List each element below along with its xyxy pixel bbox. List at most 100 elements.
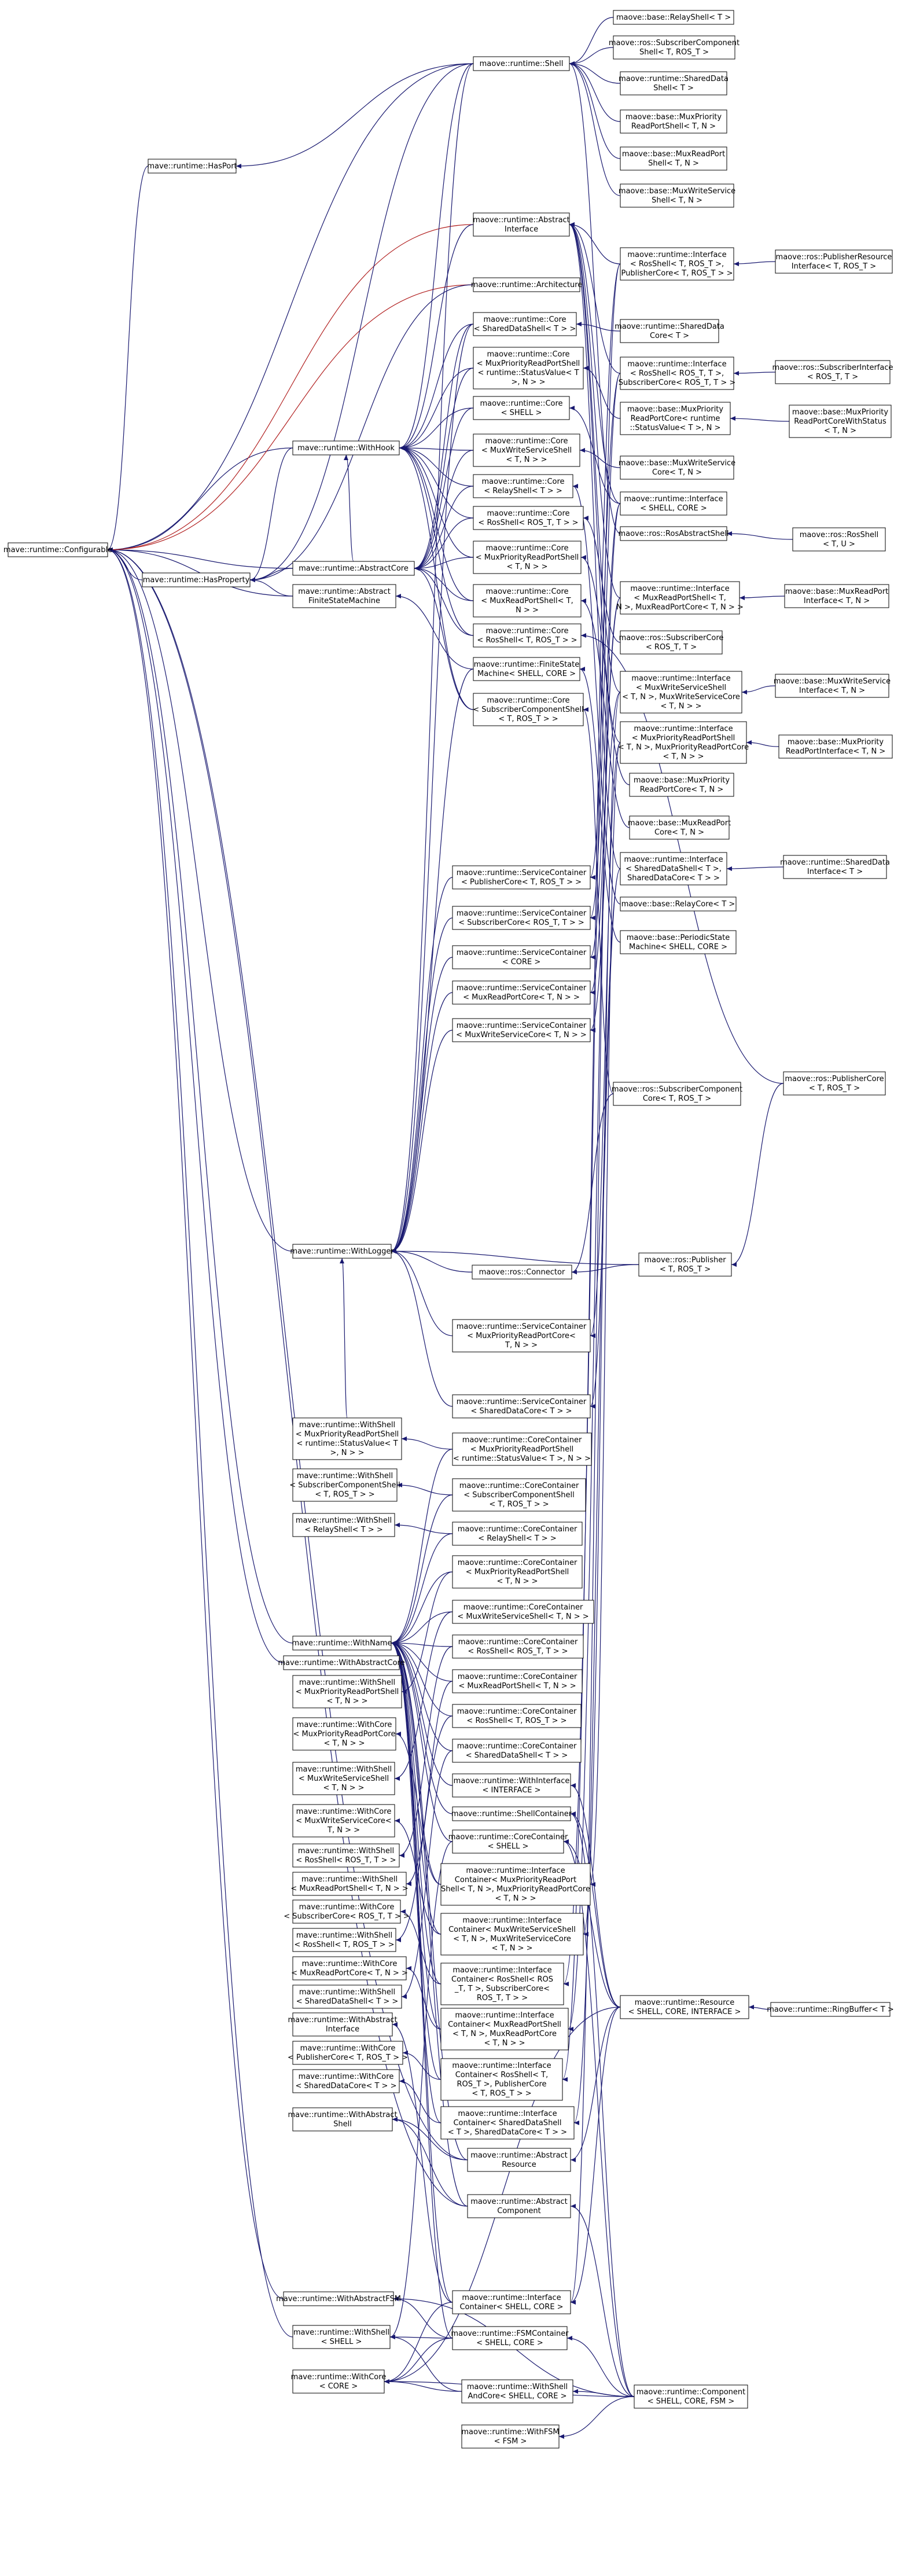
- class-node-core-muxstatus[interactable]: maove::runtime::Core< MuxPriorityReadPor…: [473, 347, 584, 389]
- class-node-sc-core[interactable]: maove::runtime::ServiceContainer< CORE >: [452, 945, 591, 969]
- class-node-cc-shared[interactable]: maove::runtime::CoreContainer< SharedDat…: [452, 1739, 582, 1763]
- class-node-base-muxprio-corestatus[interactable]: maove::base::MuxPriorityReadPortCoreWith…: [789, 405, 892, 438]
- class-node-sc-muxread[interactable]: maove::runtime::ServiceContainer< MuxRea…: [452, 980, 591, 1005]
- class-node-ws-muxprio[interactable]: mave::runtime::WithShell< MuxPriorityRea…: [292, 1675, 402, 1708]
- class-node-ws-muxread[interactable]: mave::runtime::WithShell< MuxReadPortShe…: [290, 1872, 409, 1896]
- class-node-wc-pub[interactable]: mave::runtime::WithCore< PublisherCore< …: [288, 2041, 408, 2065]
- class-node-cc-subcomp[interactable]: maove::runtime::CoreContainer< Subscribe…: [452, 1478, 586, 1512]
- class-node-iface-shell-core[interactable]: maove::runtime::Interface< SHELL, CORE >: [620, 491, 727, 516]
- class-node-cc-shell[interactable]: maove::runtime::CoreContainer< SHELL >: [448, 1829, 568, 1854]
- class-node-ws-subcomp[interactable]: mave::runtime::WithShell< SubscriberComp…: [289, 1468, 400, 1502]
- class-node-base-ringbuffer[interactable]: maove::runtime::RingBuffer< T >: [767, 2002, 894, 2017]
- class-node-base-muxread-shell[interactable]: maove::base::MuxReadPortShell< T, N >: [620, 146, 727, 171]
- class-node-relayshell[interactable]: maove::base::RelayShell< T >: [613, 10, 734, 25]
- class-node-core-shell[interactable]: maove::runtime::Core< SHELL >: [473, 396, 570, 420]
- class-node-wc-shared[interactable]: mave::runtime::WithCore< SharedDataCore<…: [292, 2069, 400, 2093]
- class-node-core-muxwrite[interactable]: maove::runtime::Core< MuxWriteServiceShe…: [473, 433, 580, 467]
- class-node-sc-pub[interactable]: maove::runtime::ServiceContainer< Publis…: [452, 865, 591, 890]
- class-node-core-relay[interactable]: maove::runtime::Core< RelayShell< T > >: [473, 474, 573, 498]
- class-node-ws-relay[interactable]: mave::runtime::WithShell< RelayShell< T …: [292, 1513, 395, 1537]
- class-node-withhook[interactable]: mave::runtime::WithHook: [292, 440, 400, 455]
- class-node-configurable[interactable]: mave::runtime::Configurable: [3, 542, 112, 557]
- class-node-ros-rosshell[interactable]: maove::ros::RosShell< T, U >: [792, 527, 886, 552]
- class-node-withabstractcore[interactable]: mave::runtime::WithAbstractCore: [278, 1655, 405, 1670]
- class-node-withfsm[interactable]: maove::runtime::WithFSM< FSM >: [461, 2424, 560, 2449]
- class-node-iface-muxread[interactable]: maove::runtime::Interface< MuxReadPortSh…: [616, 581, 744, 615]
- class-node-iface-ros-sub[interactable]: maove::runtime::Interface< RosShell< ROS…: [619, 357, 736, 390]
- class-node-fsm[interactable]: maove::runtime::FiniteStateMachine< SHEL…: [473, 657, 580, 681]
- class-node-cc-muxwrite[interactable]: maove::runtime::CoreContainer< MuxWriteS…: [452, 1600, 594, 1624]
- class-node-ws-mux-status[interactable]: mave::runtime::WithShell< MuxPriorityRea…: [292, 1417, 402, 1460]
- class-node-ws-muxwrite[interactable]: mave::runtime::WithShell< MuxWriteServic…: [292, 1762, 395, 1795]
- class-node-sc-muxwrite[interactable]: maove::runtime::ServiceContainer< MuxWri…: [452, 1018, 591, 1042]
- class-node-shared-core[interactable]: maove::runtime::SharedDataCore< T >: [615, 319, 724, 343]
- class-node-withabstractfsm[interactable]: mave::runtime::WithAbstractFSM: [276, 2291, 401, 2306]
- class-node-withlogger[interactable]: mave::runtime::WithLogger: [290, 1244, 394, 1259]
- class-node-base-muxprio-shell[interactable]: maove::base::MuxPriorityReadPortShell< T…: [620, 109, 727, 134]
- class-node-wc-muxwrite[interactable]: mave::runtime::WithCore< MuxWriteService…: [292, 1804, 395, 1838]
- class-node-ws-ros2[interactable]: mave::runtime::WithShell< RosShell< T, R…: [292, 1928, 396, 1952]
- class-node-core-muxread[interactable]: maove::runtime::Core< MuxReadPortShell< …: [473, 584, 582, 618]
- class-node-ros-pubcore[interactable]: maove::ros::PublisherCore< T, ROS_T >: [783, 1071, 886, 1096]
- class-node-ros-pubres-iface[interactable]: maove::ros::PublisherResourceInterface< …: [775, 249, 893, 274]
- class-node-base-muxprio-iface[interactable]: maove::base::MuxPriorityReadPortInterfac…: [778, 734, 893, 759]
- class-node-iface-muxwrite[interactable]: maove::runtime::Interface< MuxWriteServi…: [620, 671, 742, 714]
- class-node-cc-muxprio[interactable]: maove::runtime::CoreContainer< MuxPriori…: [452, 1555, 583, 1589]
- class-node-wc-core[interactable]: mave::runtime::WithCore< CORE >: [291, 2369, 387, 2394]
- class-node-ros-subcomp-shell[interactable]: maove::ros::SubscriberComponentShell< T,…: [609, 35, 740, 60]
- class-node-sc-shared[interactable]: maove::runtime::ServiceContainer< Shared…: [452, 1394, 591, 1419]
- class-node-base-muxprio-status[interactable]: maove::base::MuxPriorityReadPortCore< ru…: [620, 402, 731, 435]
- class-node-cc-ros-rt[interactable]: maove::runtime::CoreContainer< RosShell<…: [452, 1634, 584, 1659]
- class-node-architecture[interactable]: maove::runtime::Architecture: [471, 277, 583, 292]
- class-node-hasport[interactable]: mave::runtime::HasPort: [147, 159, 237, 174]
- class-node-wi-iface[interactable]: maove::runtime::WithInterface< INTERFACE…: [452, 1773, 571, 1798]
- class-node-ws-shell[interactable]: mave::runtime::WithShell< SHELL >: [292, 2325, 391, 2349]
- class-node-ros-subcore[interactable]: maove::ros::SubscriberCore< ROS_T, T >: [619, 630, 724, 655]
- class-node-sc-sub[interactable]: maove::runtime::ServiceContainer< Subscr…: [452, 906, 591, 930]
- class-node-shared-shell[interactable]: maove::runtime::SharedDataShell< T >: [619, 71, 729, 95]
- class-node-fsmcontainer[interactable]: maove::runtime::FSMContainer< SHELL, COR…: [451, 2326, 569, 2350]
- class-node-ros-abstractshell[interactable]: maove::ros::RosAbstractShell: [618, 526, 729, 541]
- class-node-ws-shared[interactable]: mave::runtime::WithShell< SharedDataShel…: [292, 1985, 402, 2009]
- class-node-wc-muxread[interactable]: mave::runtime::WithCore< MuxReadPortCore…: [291, 1956, 408, 1980]
- class-node-base-muxwrite-shell[interactable]: maove::base::MuxWriteServiceShell< T, N …: [619, 183, 735, 208]
- class-node-cc-muxread[interactable]: maove::runtime::CoreContainer< MuxReadPo…: [452, 1669, 583, 1693]
- class-node-hasproperty[interactable]: mave::runtime::HasProperty: [142, 572, 251, 587]
- class-node-base-relaycore[interactable]: maove::base::RelayCore< T >: [620, 896, 737, 912]
- class-node-iface-muxprio[interactable]: maove::runtime::Interface< MuxPriorityRe…: [618, 721, 749, 764]
- class-node-base-muxprio-core[interactable]: maove::base::MuxPriorityReadPortCore< T,…: [629, 773, 734, 797]
- class-node-core-shared[interactable]: maove::runtime::Core< SharedDataShell< T…: [473, 312, 577, 336]
- class-node-wc-sub[interactable]: mave::runtime::WithCore< SubscriberCore<…: [284, 1899, 410, 1924]
- class-node-core-muxprio[interactable]: maove::runtime::Core< MuxPriorityReadPor…: [473, 541, 582, 574]
- class-node-connector[interactable]: maove::ros::Connector: [472, 1265, 572, 1280]
- class-node-abstractfsm[interactable]: mave::runtime::AbstractFiniteStateMachin…: [292, 584, 396, 608]
- class-node-abstractcore[interactable]: mave::runtime::AbstractCore: [292, 561, 415, 576]
- class-node-iface-ros-pub[interactable]: maove::runtime::Interface< RosShell< T, …: [620, 247, 734, 281]
- class-node-core-ros-rt[interactable]: maove::runtime::Core< RosShell< ROS_T, T…: [473, 506, 584, 530]
- class-node-sc-muxprio[interactable]: maove::runtime::ServiceContainer< MuxPri…: [452, 1319, 591, 1353]
- class-node-base-muxwrite-core[interactable]: maove::base::MuxWriteServiceCore< T, N >: [619, 455, 735, 480]
- class-node-iface-shared[interactable]: maove::runtime::Interface< SharedDataShe…: [620, 852, 727, 885]
- class-node-withname[interactable]: mave::runtime::WithName: [292, 1636, 392, 1651]
- class-node-ros-publisher[interactable]: maove::ros::Publisher< T, ROS_T >: [638, 1252, 732, 1277]
- class-node-shellcontainer[interactable]: maove::runtime::ShellContainer: [451, 1806, 572, 1821]
- class-node-cc-ros-tr[interactable]: maove::runtime::CoreContainer< RosShell<…: [452, 1704, 582, 1728]
- class-node-cc-relay[interactable]: maove::runtime::CoreContainer< RelayShel…: [452, 1522, 583, 1546]
- class-node-resource[interactable]: maove::runtime::Resource< SHELL, CORE, I…: [620, 1995, 749, 2019]
- class-node-core-subcomp[interactable]: maove::runtime::Core< SubscriberComponen…: [473, 693, 584, 726]
- class-node-core-ros-tr[interactable]: maove::runtime::Core< RosShell< T, ROS_T…: [473, 623, 582, 648]
